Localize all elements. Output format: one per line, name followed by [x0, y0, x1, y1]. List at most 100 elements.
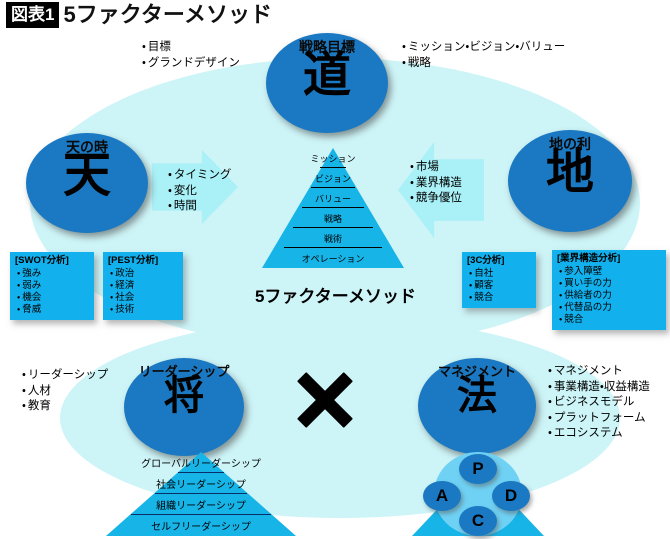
box-header: [PEST分析] [108, 255, 159, 266]
box-swot-analysis[interactable]: [SWOT分析] 強み 弱み 機会 脅威 [10, 252, 94, 320]
bullets-goal: 目標 グランドデザイン [142, 40, 240, 71]
box-item: 代替品の力 [557, 302, 661, 314]
leadership-pyramid-tier: 社会リーダーシップ [106, 473, 296, 494]
box-item: 自社 [467, 268, 531, 280]
pyramid-tier-divider [311, 187, 355, 188]
box-header: [3C分析] [467, 255, 505, 266]
node-caption: 地の利 [549, 136, 591, 152]
box-item: 参入障壁 [557, 266, 661, 278]
bullet-item: 変化 [168, 184, 231, 200]
leadership-tier-divider [178, 472, 224, 473]
leadership-pyramid-tier: セルフリーダーシップ [106, 515, 296, 536]
leadership-tier-divider [155, 493, 247, 494]
pyramid-tier-divider [284, 247, 382, 248]
node-earth-advantage[interactable]: 地の利 地 [508, 130, 632, 232]
box-item: 弱み [15, 280, 89, 292]
box-industry-structure-analysis[interactable]: [業界構造分析] 参入障壁 買い手の力 供給者の力 代替品の力 競合 [552, 250, 666, 330]
pyramid-tier: 戦術 [262, 228, 404, 248]
bullet-item: 目標 [142, 40, 240, 56]
pyramid-tier: ビジョン [262, 168, 404, 188]
node-kanji: 法 [457, 374, 497, 418]
pdca-cycle: P D C A [412, 452, 544, 536]
bullet-item: 教育 [22, 399, 108, 415]
strategy-pyramid: ミッション ビジョン バリュー 戦略 戦術 オペレーション [262, 148, 404, 268]
box-item: 政治 [108, 268, 178, 280]
bullet-item: プラットフォーム [548, 411, 650, 427]
bullets-mvv: ミッション・ビジョン・バリュー 戦略 [402, 40, 565, 71]
node-strategic-goal[interactable]: 戦略目標 道 [266, 33, 388, 133]
bullet-item: ミッション・ビジョン・バリュー [402, 40, 565, 56]
center-method-label: 5ファクターメソッド [254, 287, 417, 306]
leadership-pyramid: グローバルリーダーシップ 社会リーダーシップ 組織リーダーシップ セルフリーダー… [106, 452, 296, 536]
pdca-plan-node[interactable]: P [459, 454, 497, 484]
pyramid-tier-divider [293, 227, 373, 228]
pyramid-tier: バリュー [262, 188, 404, 208]
bullet-item: 人材 [22, 384, 108, 400]
bullet-item: 競争優位 [410, 191, 462, 207]
bullet-item: グランドデザイン [142, 56, 240, 72]
node-kanji: 将 [164, 374, 204, 418]
node-kanji: 道 [302, 49, 351, 102]
node-caption: 戦略目標 [299, 39, 355, 55]
pdca-check-node[interactable]: C [459, 506, 497, 536]
node-caption: リーダーシップ [138, 364, 230, 379]
box-item: 経済 [108, 280, 178, 292]
figure-badge: 図表1 [6, 2, 60, 28]
pyramid-tier-label: 戦術 [323, 233, 342, 244]
pyramid-tier-label: バリュー [314, 193, 351, 204]
bullet-item: 戦略 [402, 56, 565, 72]
pyramid-tier: 戦略 [262, 208, 404, 228]
node-heaven-timing[interactable]: 天の時 天 [26, 133, 148, 233]
leadership-tier-label: 組織リーダーシップ [156, 501, 246, 512]
pdca-do-node[interactable]: D [492, 481, 530, 511]
bullets-leadership: リーダーシップ 人材 教育 [22, 368, 108, 415]
leadership-tier-label: セルフリーダーシップ [151, 522, 251, 533]
node-management[interactable]: マネジメント 法 [418, 358, 536, 454]
pyramid-tier: ミッション [262, 148, 404, 168]
box-item: 競合 [557, 314, 661, 326]
leadership-tier-divider [131, 514, 271, 515]
node-leadership[interactable]: リーダーシップ 将 [124, 358, 244, 456]
leadership-tier-label: グローバルリーダーシップ [141, 459, 261, 470]
leadership-tier-label: 社会リーダーシップ [156, 480, 246, 491]
box-item: 脅威 [15, 304, 89, 316]
bullets-management: マネジメント 事業構造・収益構造 ビジネスモデル プラットフォーム エコシステム [548, 364, 650, 442]
node-caption: 天の時 [66, 139, 108, 155]
box-pest-analysis[interactable]: [PEST分析] 政治 経済 社会 技術 [103, 252, 183, 320]
box-item: 強み [15, 268, 89, 280]
bullet-item: 事業構造・収益構造 [548, 380, 650, 396]
bullet-item: リーダーシップ [22, 368, 108, 384]
bullets-market: 市場 業界構造 競争優位 [410, 160, 462, 207]
box-item: 供給者の力 [557, 290, 661, 302]
pyramid-tier: オペレーション [262, 248, 404, 268]
multiply-icon [293, 368, 357, 432]
node-kanji: 地 [545, 146, 594, 199]
box-header: [業界構造分析] [557, 253, 621, 264]
box-item: 顧客 [467, 280, 531, 292]
box-3c-analysis[interactable]: [3C分析] 自社 顧客 競合 [462, 252, 536, 308]
box-item: 社会 [108, 292, 178, 304]
node-caption: マネジメント [437, 364, 516, 379]
box-item: 競合 [467, 292, 531, 304]
box-header: [SWOT分析] [15, 255, 69, 266]
bullet-item: エコシステム [548, 426, 650, 442]
leadership-pyramid-tier: グローバルリーダーシップ [106, 452, 296, 473]
bullet-item: マネジメント [548, 364, 650, 380]
pyramid-tier-divider [320, 167, 346, 168]
bullet-item: 業界構造 [410, 176, 462, 192]
bullet-item: ビジネスモデル [548, 395, 650, 411]
bullets-timing: タイミング 変化 時間 [168, 168, 232, 215]
pyramid-tier-divider [302, 207, 364, 208]
bullet-item: 市場 [410, 160, 462, 176]
pyramid-tier-label: ビジョン [314, 173, 351, 184]
pyramid-tier-label: オペレーション [301, 253, 365, 264]
box-item: 技術 [108, 304, 178, 316]
leadership-pyramid-tier: 組織リーダーシップ [106, 494, 296, 515]
title-text: 5ファクターメソッド [63, 2, 272, 27]
box-item: 買い手の力 [557, 278, 661, 290]
bullet-item: 時間 [168, 199, 231, 215]
node-kanji: 天 [62, 149, 111, 202]
box-item: 機会 [15, 292, 89, 304]
pdca-act-node[interactable]: A [423, 481, 461, 511]
